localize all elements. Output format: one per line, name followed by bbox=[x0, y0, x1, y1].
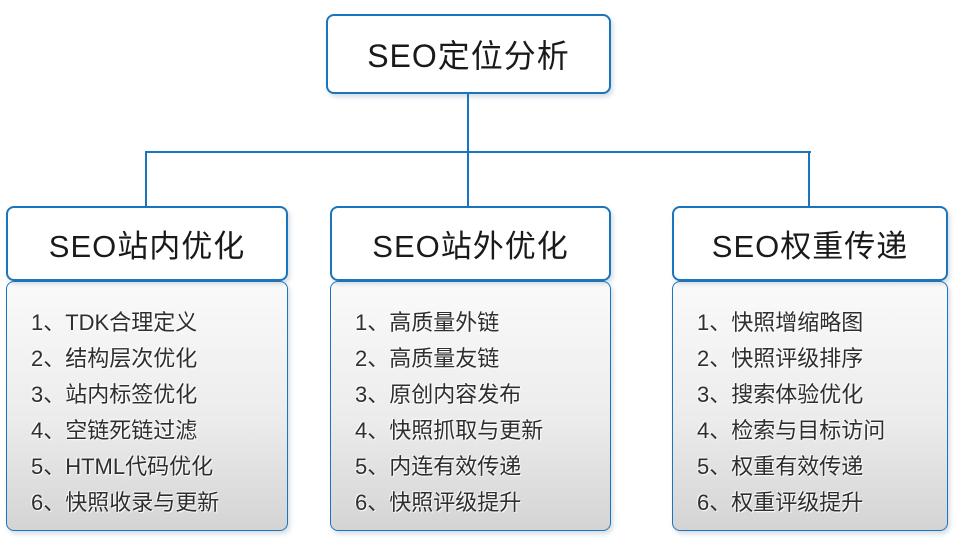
list-item: 3、搜索体验优化 bbox=[697, 382, 864, 407]
list-item: 5、HTML代码优化 bbox=[31, 454, 214, 479]
list-item: 4、空链死链过滤 bbox=[31, 418, 198, 443]
list-item: 1、TDK合理定义 bbox=[31, 310, 198, 335]
root-node-title: SEO定位分析 bbox=[367, 38, 570, 74]
list-item: 2、结构层次优化 bbox=[31, 346, 198, 371]
branch-offsite-header: SEO站外优化 bbox=[330, 206, 611, 281]
branch-onsite-header: SEO站内优化 bbox=[6, 206, 288, 281]
list-item: 3、站内标签优化 bbox=[31, 382, 198, 407]
list-item: 2、高质量友链 bbox=[355, 346, 500, 371]
list-item: 3、原创内容发布 bbox=[355, 382, 522, 407]
branch-onsite: SEO站内优化 1、TDK合理定义 2、结构层次优化 3、站内标签优化 4、空链… bbox=[6, 206, 288, 531]
connector-drop-right bbox=[808, 151, 810, 206]
list-item: 4、检索与目标访问 bbox=[697, 418, 886, 443]
branch-offsite-body: 1、高质量外链 2、高质量友链 3、原创内容发布 4、快照抓取与更新 5、内连有… bbox=[330, 281, 611, 531]
list-item: 6、权重评级提升 bbox=[697, 490, 864, 515]
branch-weight: SEO权重传递 1、快照增缩略图 2、快照评级排序 3、搜索体验优化 4、检索与… bbox=[672, 206, 948, 531]
root-node: SEO定位分析 bbox=[326, 14, 611, 94]
list-item: 5、权重有效传递 bbox=[697, 454, 864, 479]
branch-weight-title: SEO权重传递 bbox=[711, 229, 909, 264]
list-item: 2、快照评级排序 bbox=[697, 346, 864, 371]
list-item: 5、内连有效传递 bbox=[355, 454, 522, 479]
connector-horizontal-bar bbox=[145, 151, 811, 153]
list-item: 4、快照抓取与更新 bbox=[355, 418, 544, 443]
connector-drop-left bbox=[145, 151, 147, 206]
list-item: 1、高质量外链 bbox=[355, 310, 500, 335]
branch-offsite-title: SEO站外优化 bbox=[372, 229, 569, 264]
list-item: 6、快照评级提升 bbox=[355, 490, 522, 515]
branch-weight-body: 1、快照增缩略图 2、快照评级排序 3、搜索体验优化 4、检索与目标访问 5、权… bbox=[672, 281, 948, 531]
branch-weight-header: SEO权重传递 bbox=[672, 206, 948, 281]
branch-onsite-body: 1、TDK合理定义 2、结构层次优化 3、站内标签优化 4、空链死链过滤 5、H… bbox=[6, 281, 288, 531]
connector-center-stem bbox=[467, 94, 469, 206]
list-item: 6、快照收录与更新 bbox=[31, 490, 220, 515]
list-item: 1、快照增缩略图 bbox=[697, 310, 864, 335]
branch-offsite: SEO站外优化 1、高质量外链 2、高质量友链 3、原创内容发布 4、快照抓取与… bbox=[330, 206, 611, 531]
branch-onsite-title: SEO站内优化 bbox=[48, 229, 246, 264]
